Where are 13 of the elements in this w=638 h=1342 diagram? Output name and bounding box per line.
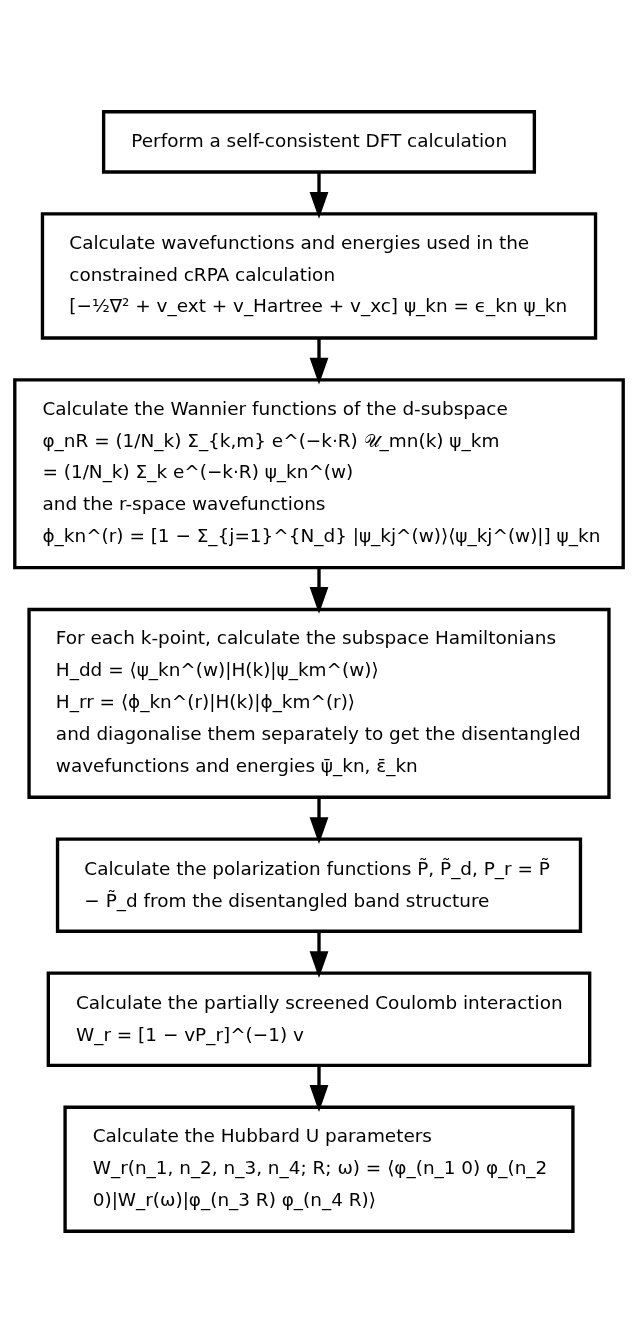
arrow (309, 567, 329, 614)
arrow (309, 172, 329, 219)
node-box: Perform a self-consistent DFT calculation (101, 109, 537, 174)
arrow (309, 1065, 329, 1112)
node-box: Calculate the partially screened Coulomb interaction W_r = [1 − vP_r]^(−1) v (46, 971, 592, 1067)
node-box: Calculate the Hubbard U parameters W_r(n_1, n_2, n_3, n_4; R; ω) = ⟨φ_(n_1 0) φ_(n_2 0)|W_r(ω)|φ_(n_3 R) φ_(n_4 R)⟩ (63, 1105, 575, 1233)
arrow (309, 337, 329, 385)
node-box: Calculate the polarization functions P̃, P̃_d, P_r = P̃ − P̃_d from the disentangled band structure (55, 836, 583, 933)
node-box: Calculate wavefunctions and energies used in the constrained cRPA calculation [−½∇² + v_ext + v_Hartree + v_xc] ψ_kn = ϵ_kn ψ_kn (40, 211, 598, 340)
node-box: For each k-point, calculate the subspace Hamiltonians H_dd = ⟨ψ_kn^(w)|H(k)|ψ_km^(w)⟩ H_rr = ⟨ϕ_kn^(r)|H(k)|ϕ_km^(r)⟩ and diagonalise them separately to get the disentangled wavefunctions and energies ψ̄_kn, ε̄_kn (27, 607, 611, 799)
arrow (309, 796, 329, 844)
arrow (309, 931, 329, 978)
node-box: Calculate the Wannier functions of the d-subspace φ_nR = (1/N_k) Σ_{k,m} e^(−k·R) 𝒰_mn(k) ψ_km = (1/N_k) Σ_k e^(−k·R) ψ_kn^(w) and the r-space wavefunctions ϕ_kn^(r) = [1 − Σ_{j=1}^{N_d} |ψ_kj^(w)⟩⟨ψ_kj^(w)|] ψ_kn (13, 377, 625, 569)
